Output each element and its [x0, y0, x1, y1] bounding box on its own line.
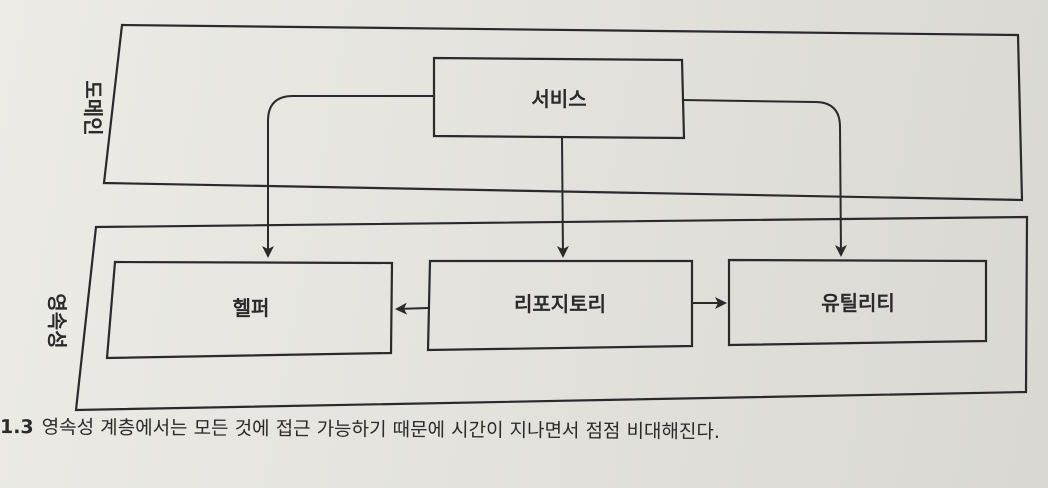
figure-caption-text: 영속성 계층에서는 모든 것에 접근 가능하기 때문에 시간이 지나면서 점점 … — [41, 416, 721, 444]
utility-box-label: 유틸리티 — [821, 291, 895, 315]
persistence-layer-label: 영속성 — [45, 293, 69, 348]
repository-box — [426, 259, 694, 352]
persistence-layer-frame — [74, 215, 1029, 412]
utility-box — [727, 258, 988, 347]
repository-box-label: 리포지토리 — [514, 292, 606, 316]
domain-layer-label: 도메인 — [81, 80, 105, 135]
arrow-repository-to-helper — [395, 302, 429, 315]
service-box-label: 서비스 — [531, 87, 586, 111]
arrow-service-to-utility — [681, 99, 847, 257]
figure-caption: 1.3 영속성 계층에서는 모든 것에 접근 가능하기 때문에 시간이 지나면서 … — [0, 412, 1048, 459]
arrow-service-to-repository — [556, 137, 569, 258]
domain-layer-frame — [102, 23, 1024, 202]
figure-number: 1.3 — [0, 416, 34, 439]
helper-box — [105, 260, 394, 360]
helper-box-label: 헬퍼 — [233, 296, 270, 320]
service-box — [432, 56, 686, 140]
arrow-service-to-helper — [262, 95, 434, 258]
